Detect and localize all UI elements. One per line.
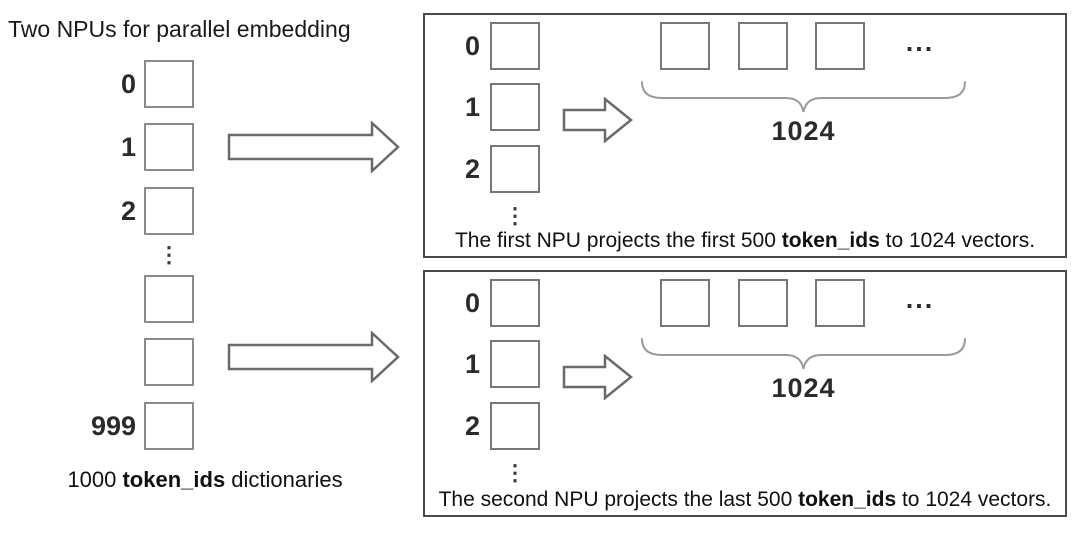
npu-caption-prefix: The first NPU projects the first 500 — [454, 229, 782, 252]
vector-box — [815, 22, 865, 70]
token-id-box — [490, 402, 540, 450]
vector-count-label: 1024 — [771, 373, 836, 403]
token-id-box — [144, 187, 194, 235]
vector-box — [660, 279, 710, 327]
dictionary-caption-bold: token_ids — [122, 467, 226, 492]
row-ellipsis: ... — [905, 284, 935, 314]
underbrace-icon — [641, 338, 966, 370]
npu-caption-bold: token_ids — [781, 229, 880, 252]
token-id-label: 2 — [464, 411, 480, 441]
flow-arrow-icon — [227, 121, 400, 173]
diagram-title: Two NPUs for parallel embedding — [8, 16, 351, 42]
token-id-label: 999 — [90, 411, 136, 441]
npu-caption-prefix: The second NPU projects the last 500 — [438, 488, 799, 511]
npu-caption: The first NPU projects the first 500 tok… — [425, 229, 1065, 253]
token-id-box — [490, 22, 540, 70]
token-id-label: 0 — [120, 69, 136, 99]
dictionary-caption: 1000 token_ids dictionaries — [45, 467, 365, 493]
token-id-label: 2 — [120, 196, 136, 226]
dictionary-caption-suffix: dictionaries — [225, 467, 343, 492]
token-id-box — [490, 83, 540, 131]
token-id-box — [144, 338, 194, 386]
token-id-label: 2 — [464, 154, 480, 184]
vector-box — [815, 279, 865, 327]
projection-arrow-icon — [562, 97, 633, 143]
npu-panel-1: 0 1 2 ⋮ ... 1024 The first NPU projects … — [423, 13, 1067, 258]
npu-caption-suffix: to 1024 vectors. — [896, 488, 1052, 511]
npu-caption-suffix: to 1024 vectors. — [879, 229, 1036, 252]
vector-box — [738, 22, 788, 70]
npu-panel-2: 0 1 2 ⋮ ... 1024 The second NPU projects… — [423, 270, 1067, 517]
token-id-label: 0 — [464, 288, 480, 318]
npu-caption-bold: token_ids — [798, 488, 897, 511]
vertical-ellipsis: ⋮ — [504, 460, 526, 485]
token-id-box — [144, 275, 194, 323]
token-id-box — [144, 123, 194, 171]
vector-box — [660, 22, 710, 70]
vertical-ellipsis: ⋮ — [158, 242, 180, 267]
token-id-box — [490, 145, 540, 193]
flow-arrow-icon — [227, 331, 400, 383]
underbrace-icon — [641, 81, 966, 113]
vertical-ellipsis: ⋮ — [504, 203, 526, 228]
token-id-box — [144, 60, 194, 108]
token-id-label: 0 — [464, 31, 480, 61]
token-id-label: 1 — [464, 92, 480, 122]
vector-box — [738, 279, 788, 327]
npu-caption: The second NPU projects the last 500 tok… — [425, 488, 1065, 512]
vector-count-label: 1024 — [771, 116, 836, 146]
token-id-box — [490, 279, 540, 327]
dictionary-caption-prefix: 1000 — [67, 467, 123, 492]
token-id-box — [490, 340, 540, 388]
projection-arrow-icon — [562, 354, 633, 400]
row-ellipsis: ... — [905, 27, 935, 57]
token-id-label: 1 — [464, 349, 480, 379]
token-id-label: 1 — [120, 132, 136, 162]
token-id-box — [144, 402, 194, 450]
